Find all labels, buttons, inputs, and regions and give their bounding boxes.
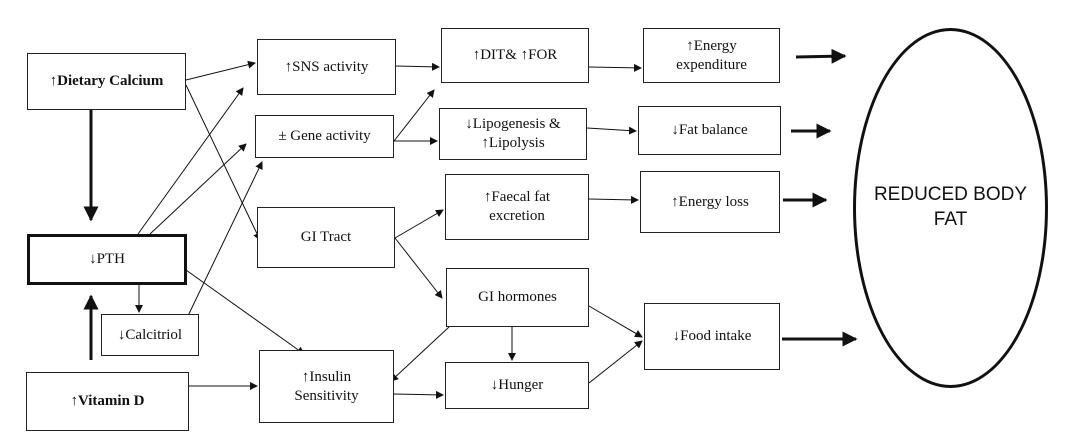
energy-loss-box: ↑Energy loss [640,171,780,233]
vitamin-d-box: ↑Vitamin D [26,372,189,431]
faecal-fat-box: ↑Faecal fat excretion [445,174,589,240]
reduced-body-fat-ellipse: REDUCED BODY FAT [853,28,1048,388]
arrow-pth-to-insulin [185,269,305,355]
insulin-sensitivity-box: ↑Insulin Sensitivity [259,350,394,423]
arrow-hunger-to-foodintake [588,340,643,384]
dietary-calcium-box: ↑Dietary Calcium [27,53,186,110]
arrow-gihormones-to-insulin [390,326,450,382]
gi-tract-box: GI Tract [257,207,395,268]
arrow-gitract-to-gihormones [394,237,443,299]
dit-for-box: ↑DIT& ↑FOR [441,28,589,83]
arrow-dit-to-energy [588,63,642,72]
sns-activity-box: ↑SNS activity [257,39,396,95]
hunger-box: ↓Hunger [445,362,589,409]
arrow-gitract-to-faecal [394,209,444,239]
calcitriol-box: ↓Calcitriol [101,314,199,356]
gi-hormones-box: GI hormones [446,268,589,327]
lipogenesis-box: ↓Lipogenesis & ↑Lipolysis [439,108,587,160]
arrow-pth-to-sns [137,87,244,235]
arrow-pth-to-gene [149,143,247,235]
food-intake-box: ↓Food intake [644,303,780,370]
gene-activity-box: ± Gene activity [255,115,394,158]
arrow-gihormones-to-foodintake [588,305,643,338]
arrow-energy-to-bodyfat [795,48,847,64]
arrow-insulin-to-hunger [393,390,444,399]
arrow-calcium-to-sns [185,60,256,81]
fat-balance-box: ↓Fat balance [638,106,781,155]
energy-expenditure-box: ↑Energy expenditure [643,28,780,83]
arrow-faecal-to-energyloss [588,195,639,204]
arrow-lipogenesis-to-fatbalance [586,126,637,135]
arrow-sns-to-dit [395,62,440,71]
arrow-calcitriol-to-gene [185,161,263,321]
arrow-calcium-to-gitract [185,84,261,241]
arrow-gene-to-dit [393,89,435,142]
pth-box: ↓PTH [27,234,187,285]
